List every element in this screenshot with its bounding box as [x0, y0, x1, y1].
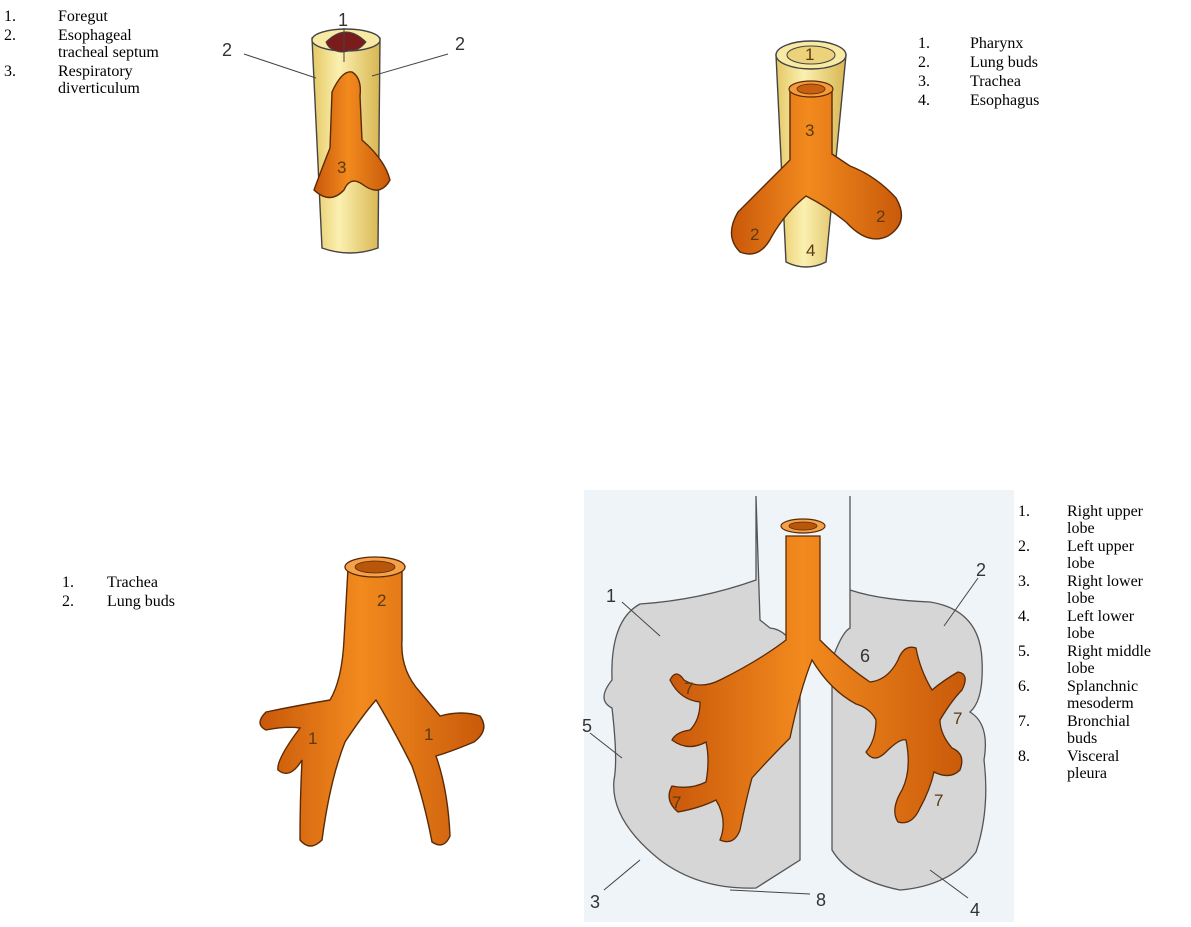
figure-foregut: 1 2 2 3 [222, 10, 465, 253]
figure-trachea: 2 1 1 [260, 557, 484, 846]
label-6: 6 [860, 646, 870, 666]
label-2: 2 [455, 34, 465, 54]
label-1: 1 [805, 45, 814, 64]
figure-pharynx: 1 3 2 2 4 [731, 41, 901, 267]
trachea-tree [260, 568, 484, 846]
label-7: 7 [934, 791, 943, 810]
label-2: 2 [750, 225, 759, 244]
label-3: 3 [805, 121, 814, 140]
label-7: 7 [953, 709, 962, 728]
trachea-lumen [355, 561, 395, 573]
label-3: 3 [590, 892, 600, 912]
pointer-line [372, 54, 448, 76]
label-8: 8 [816, 890, 826, 910]
label-2: 2 [876, 207, 885, 226]
trachea-lumen [797, 84, 825, 94]
label-2: 2 [222, 40, 232, 60]
label-3: 3 [337, 158, 346, 177]
label-1: 1 [308, 729, 317, 748]
label-7: 7 [672, 793, 681, 812]
label-4: 4 [970, 900, 980, 920]
label-1: 1 [606, 586, 616, 606]
label-1: 1 [424, 725, 433, 744]
label-4: 4 [806, 241, 815, 260]
label-7: 7 [684, 679, 693, 698]
label-2: 2 [377, 591, 386, 610]
trachea-lumen [789, 522, 817, 530]
pointer-line [244, 54, 316, 78]
label-1: 1 [338, 10, 348, 30]
label-2: 2 [976, 560, 986, 580]
figure-lobes: 1 2 3 4 5 6 7 7 7 7 8 [582, 490, 1014, 922]
label-5: 5 [582, 716, 592, 736]
